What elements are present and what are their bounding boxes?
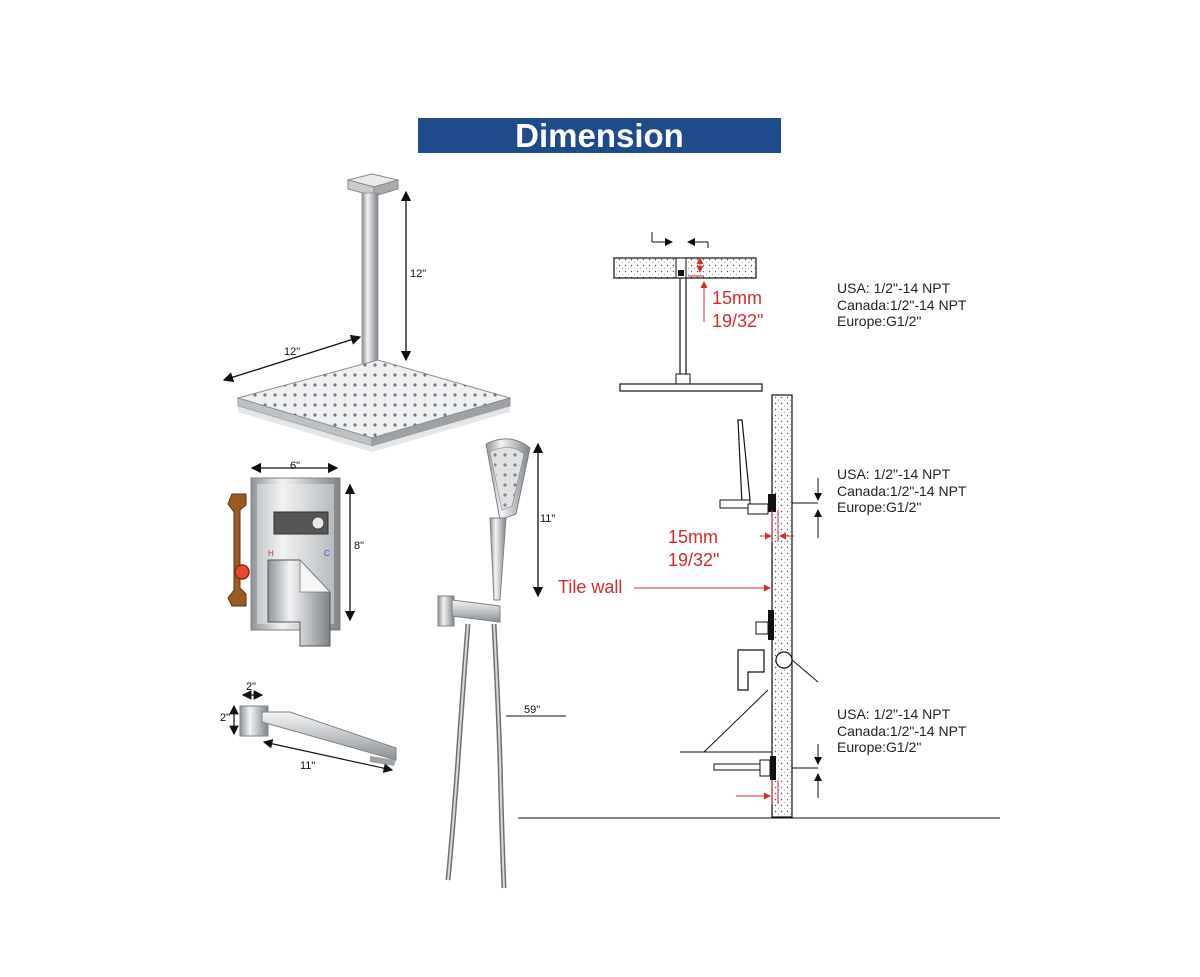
ceiling-depth-in: 19/32" bbox=[712, 311, 764, 331]
hot-mark: H bbox=[268, 549, 274, 558]
ceiling-thread-europe: Europe:G1/2" bbox=[837, 313, 922, 329]
wall-upper-thread-usa: USA: 1/2"-14 NPT bbox=[837, 466, 951, 482]
spout-height-label: 2" bbox=[220, 712, 231, 724]
cold-mark: C bbox=[324, 549, 330, 558]
tile-wall-label: Tile wall bbox=[558, 577, 623, 597]
tub-spout bbox=[229, 690, 397, 773]
wall-lower-thread-specs: USA: 1/2"-14 NPT Canada:1/2"-14 NPT Euro… bbox=[837, 706, 967, 756]
head-width-dimension-line bbox=[222, 334, 362, 383]
rain-shower-head bbox=[222, 173, 512, 452]
wall-upper-thread-europe: Europe:G1/2" bbox=[837, 499, 922, 515]
ceiling-thread-canada: Canada:1/2"-14 NPT bbox=[837, 296, 967, 313]
spout-length-dimension-line bbox=[262, 739, 394, 773]
wall-upper-thread-canada: Canada:1/2"-14 NPT bbox=[837, 482, 967, 499]
valve-assembly: H C bbox=[227, 462, 356, 647]
valve-width-label: 6" bbox=[290, 460, 301, 472]
hand-shower bbox=[437, 438, 1000, 889]
page-title: Dimension bbox=[418, 118, 781, 153]
hose-length-label: 59" bbox=[524, 704, 541, 716]
ceiling-thread-specs: USA: 1/2"-14 NPT Canada:1/2"-14 NPT Euro… bbox=[837, 280, 967, 330]
wall-install-detail bbox=[634, 394, 822, 818]
rain-head-width-label: 12" bbox=[284, 346, 301, 358]
wall-lower-thread-europe: Europe:G1/2" bbox=[837, 739, 922, 755]
wall-depth-mm: 15mm bbox=[668, 527, 719, 547]
wall-lower-thread-canada: Canada:1/2"-14 NPT bbox=[837, 722, 967, 739]
rain-head-arm-height-label: 12" bbox=[410, 268, 427, 280]
wall-upper-thread-specs: USA: 1/2"-14 NPT Canada:1/2"-14 NPT Euro… bbox=[837, 466, 967, 516]
spout-length-label: 11" bbox=[300, 760, 316, 772]
hand-shower-height-label: 11" bbox=[540, 513, 556, 525]
valve-height-label: 8" bbox=[354, 540, 365, 552]
ceiling-depth-mm: 15mm bbox=[712, 288, 763, 308]
wall-depth-in: 19/32" bbox=[668, 550, 720, 570]
spout-width-label: 2" bbox=[246, 681, 257, 693]
wall-lower-thread-usa: USA: 1/2"-14 NPT bbox=[837, 706, 951, 722]
ceiling-install-detail bbox=[613, 232, 763, 392]
ceiling-thread-usa: USA: 1/2"-14 NPT bbox=[837, 280, 951, 296]
